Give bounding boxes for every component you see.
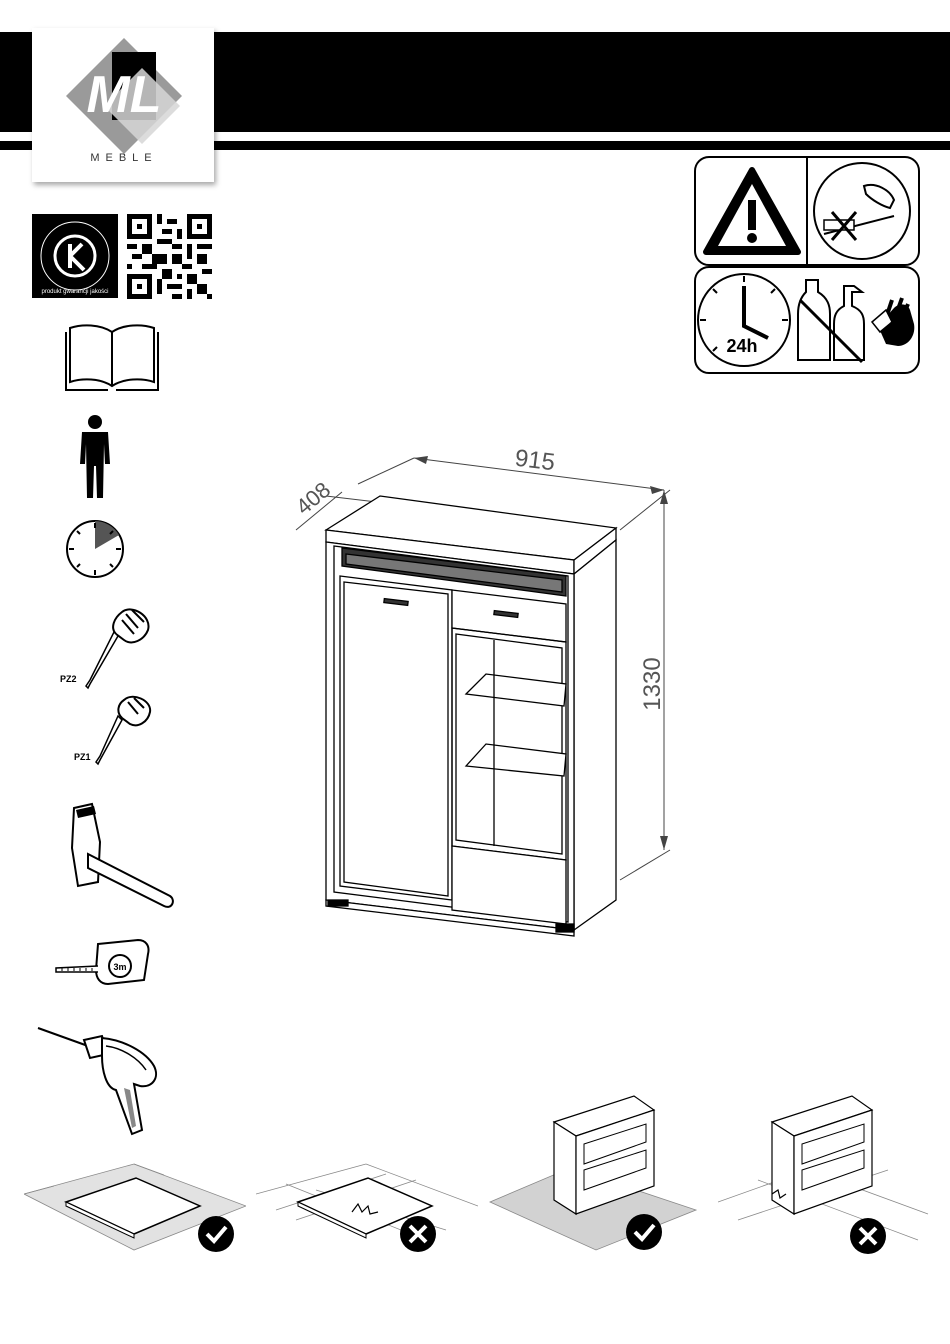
- quality-seal-text: produkt gwarancji jakości: [41, 289, 108, 295]
- cabinet-hard-surface-no-icon: [718, 1090, 940, 1258]
- wait-time-label: 24h: [726, 336, 757, 356]
- instruction-book-icon: [64, 320, 160, 392]
- width-dimension: 915: [513, 445, 556, 477]
- tape-measure-label: 3m: [113, 962, 126, 972]
- one-person-icon: [76, 414, 114, 498]
- qr-code-icon[interactable]: [127, 214, 212, 299]
- logo-text: ML: [86, 66, 161, 124]
- logo-subtext: MEBLE: [90, 152, 157, 164]
- 24h-clock-icon: 24h: [698, 274, 790, 366]
- warning-care-panel: 24h: [694, 266, 920, 374]
- pz2-label: PZ2: [60, 674, 77, 684]
- assembly-time-icon: [64, 518, 126, 580]
- cabinet-drawing: 915 408 1330: [280, 430, 700, 940]
- drill-icon: [36, 1026, 162, 1136]
- screwdriver-pz1-icon: PZ1: [72, 692, 162, 768]
- hammer-icon: [66, 802, 178, 914]
- ml-logo-icon: ML MEBLE: [32, 28, 214, 182]
- depth-dimension: 408: [291, 477, 335, 520]
- quality-seal-icon: produkt gwarancji jakości: [32, 214, 118, 298]
- brand-logo: ML MEBLE: [32, 28, 214, 182]
- tape-measure-icon: 3m: [54, 936, 152, 988]
- screwdriver-pz2-icon: PZ2: [60, 604, 160, 690]
- no-sharp-tools-icon: [814, 163, 910, 259]
- height-dimension: 1330: [639, 657, 666, 710]
- soft-surface-ok-icon: [24, 1150, 246, 1258]
- hard-surface-no-icon: [256, 1150, 478, 1258]
- pz1-label: PZ1: [74, 752, 91, 762]
- warning-sharp-tools-panel: [694, 156, 920, 266]
- cabinet-soft-surface-ok-icon: [486, 1090, 708, 1258]
